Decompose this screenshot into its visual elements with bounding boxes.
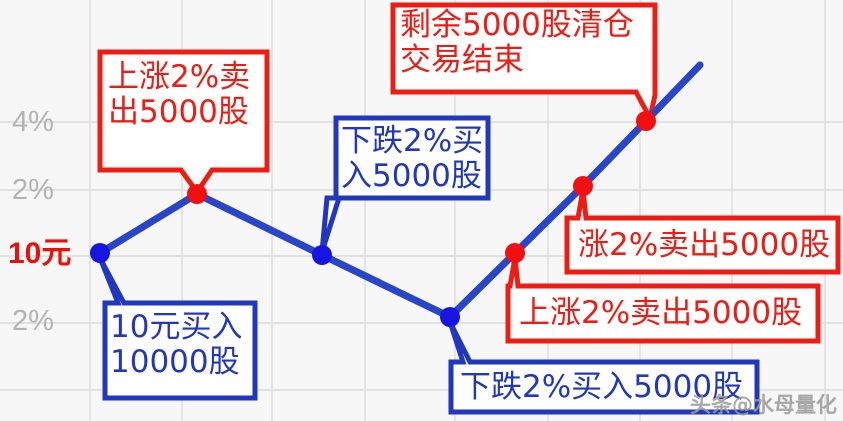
data-point-blue[interactable] [312,245,332,265]
axis-tick-2-percent-lower: 2% [12,305,54,337]
callout-sell-1-box [97,49,270,197]
data-point-blue[interactable] [440,307,460,327]
axis-tick-4-percent: 4% [12,106,54,138]
data-point-markers [90,111,656,327]
axis-tick-2-percent-upper: 2% [12,174,54,206]
callout-buy-bottom-box [447,320,760,415]
watermark: 头条@水母量化 [690,393,837,417]
axis-tick-10-yuan: 10元 [8,237,72,270]
callout-buy-start-box [97,256,258,401]
data-point-blue[interactable] [90,243,110,263]
callout-sell-2-box [564,189,841,275]
data-point-red[interactable] [573,176,593,196]
data-point-red[interactable] [187,184,207,204]
price-line-overlay [96,61,704,321]
callout-sell-3-box [505,257,821,344]
callout-buy-mid-box [319,115,491,253]
data-point-red[interactable] [636,111,656,131]
data-point-red[interactable] [505,243,525,263]
